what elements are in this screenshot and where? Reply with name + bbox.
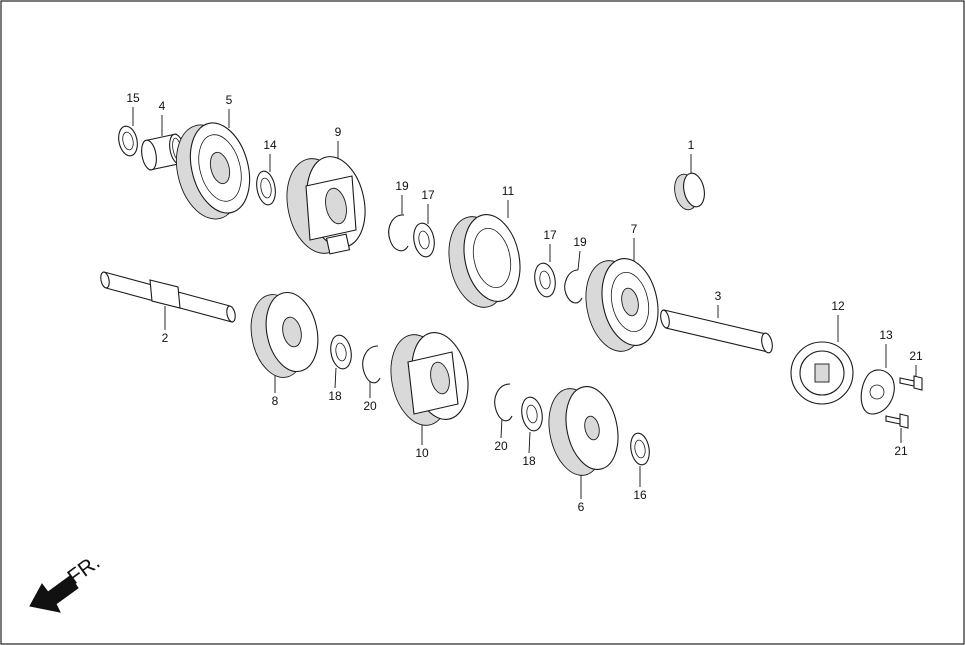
callout-10: 10	[415, 446, 429, 460]
callout-15: 15	[126, 91, 140, 105]
part-17b-washer	[534, 262, 556, 298]
part-2-mainshaft	[100, 271, 236, 323]
callout-18-right: 18	[522, 454, 536, 468]
part-3-countershaft	[660, 309, 773, 354]
callout-20-right: 20	[494, 439, 508, 453]
leader-line-c20b	[500, 417, 503, 439]
leader-lines	[132, 107, 917, 499]
callout-20-left: 20	[363, 399, 377, 413]
leader-line-c18a	[334, 367, 337, 389]
leader-line-c19b	[577, 250, 581, 271]
part-5-gear	[176, 122, 251, 220]
part-11-gear	[448, 214, 521, 308]
part-9-gear	[286, 156, 366, 255]
part-19b-circlip	[564, 269, 583, 304]
callout-12: 12	[831, 299, 845, 313]
part-16-washer	[630, 432, 650, 466]
callout-9: 9	[335, 125, 342, 139]
callout-2: 2	[162, 331, 169, 345]
part-18-washer	[330, 334, 352, 370]
part-10-gear	[390, 332, 469, 426]
callout-19-right: 19	[573, 235, 587, 249]
part-12-sprocket	[790, 341, 854, 405]
callout-1: 1	[688, 138, 695, 152]
part-21-bolt	[899, 375, 923, 391]
callout-13: 13	[879, 328, 893, 342]
part-20b-circlip	[494, 383, 513, 422]
callout-labels: 1 2 3 4 5 6 7 8 9 10 11 12 13 14 15 16 1…	[126, 91, 923, 514]
part-20-circlip	[362, 345, 381, 384]
callout-6: 6	[578, 500, 585, 514]
callout-5: 5	[226, 93, 233, 107]
front-direction-indicator: FR.	[29, 551, 104, 613]
callout-4: 4	[159, 99, 166, 113]
callout-17-upper: 17	[421, 188, 435, 202]
front-direction-arrow-icon	[29, 575, 79, 613]
part-13-plate	[860, 369, 895, 415]
callout-14: 14	[263, 138, 277, 152]
callout-7: 7	[631, 222, 638, 236]
part-17-washer	[413, 222, 435, 258]
part-21b-bolt	[885, 413, 909, 429]
callout-19-upper: 19	[395, 179, 409, 193]
callout-8: 8	[272, 394, 279, 408]
part-19-circlip	[388, 214, 409, 252]
part-1-gear	[674, 172, 705, 211]
part-6-gear	[548, 386, 619, 476]
leader-line-c18b	[528, 431, 531, 454]
part-7-gear	[585, 258, 659, 352]
part-8-gear	[250, 291, 319, 378]
callout-21-upper: 21	[909, 349, 923, 363]
callout-11: 11	[502, 184, 515, 198]
callout-16: 16	[633, 488, 647, 502]
callout-21-lower: 21	[894, 444, 908, 458]
part-18b-washer	[521, 396, 543, 432]
part-15-washer	[118, 125, 138, 157]
callout-17-lower: 17	[543, 228, 557, 242]
callout-18-left: 18	[328, 389, 342, 403]
callout-3: 3	[715, 289, 722, 303]
part-14-washer	[256, 170, 276, 206]
